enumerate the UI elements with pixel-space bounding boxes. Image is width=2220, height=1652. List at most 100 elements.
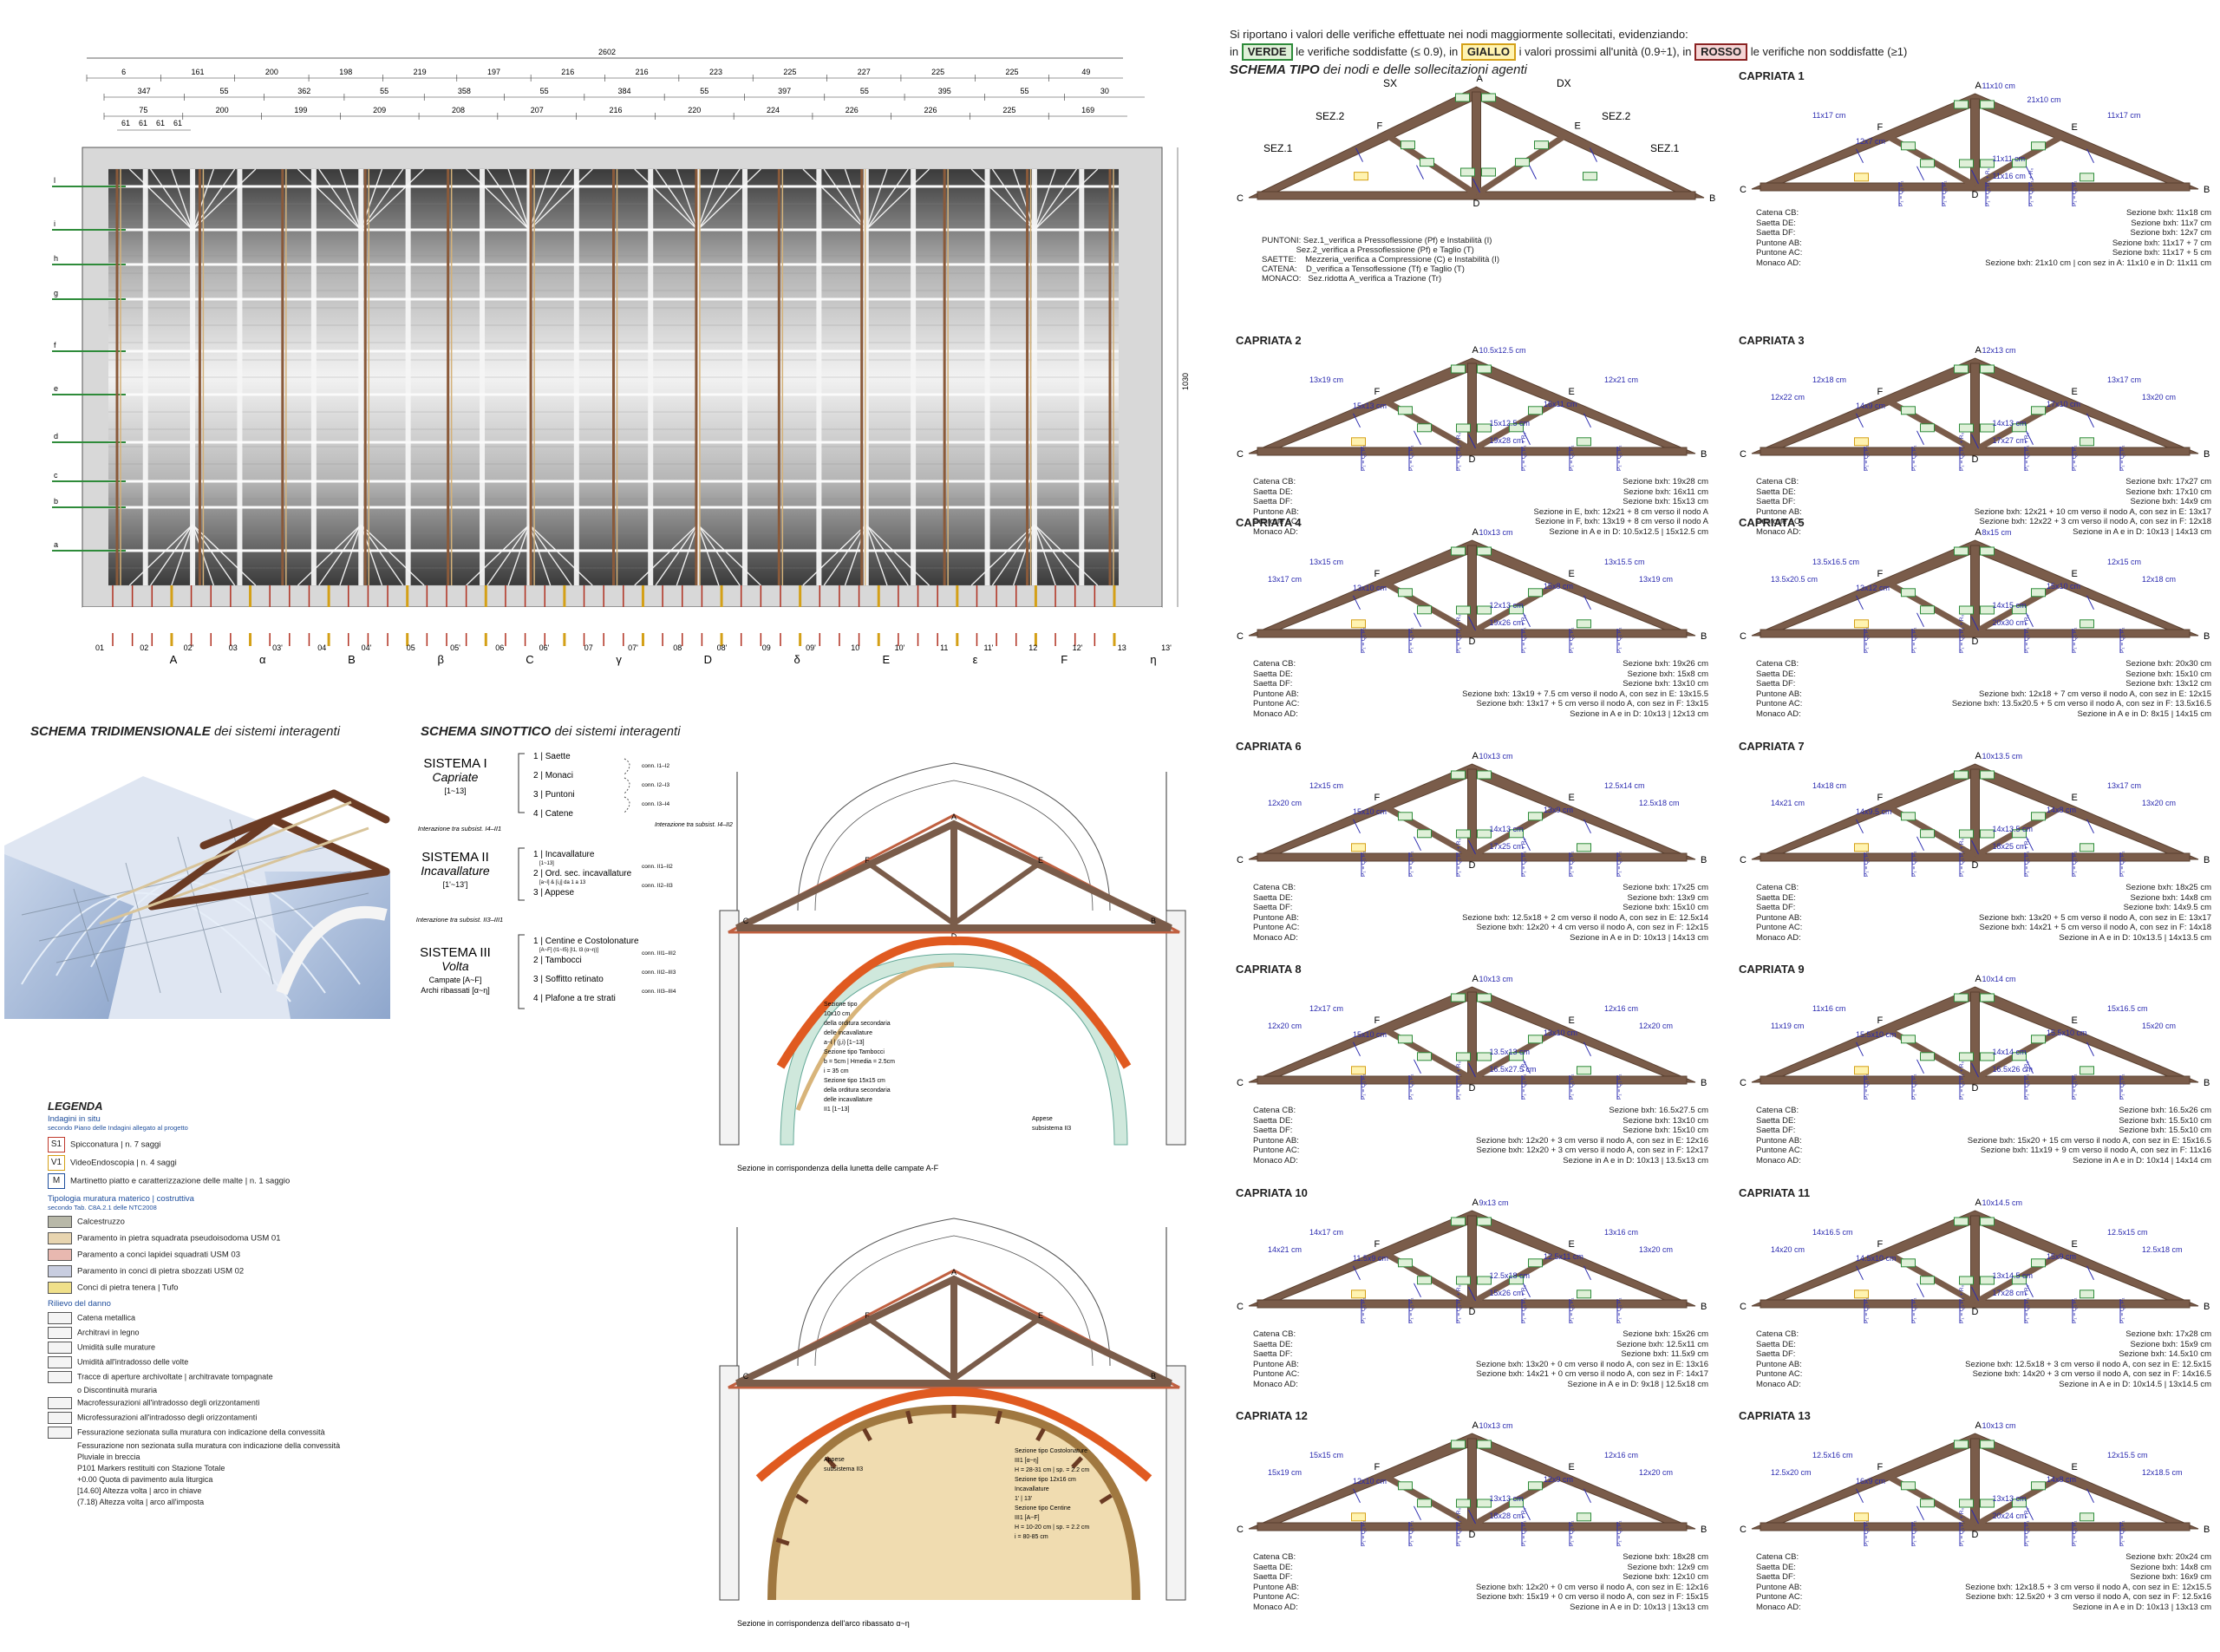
truss-dim: 9x13 cm [1479, 1198, 1509, 1207]
dim-label: 216 [609, 106, 622, 114]
truss-table-value: Sezione in A e in D: 10x13 | 14x13 cm [1570, 932, 1708, 943]
bay-label: E [882, 653, 890, 666]
truss-table-label: Puntone AC: [1756, 699, 1803, 708]
truss-node-label: B [1701, 855, 1707, 865]
truss-dim: 13x15.5 cm [1604, 558, 1645, 566]
truss-table-value: Sezione in E, bxh: 12x21 + 8 cm verso il… [1533, 506, 1708, 517]
dim-label: 61 [121, 119, 130, 127]
truss-table-value: Sezione bxh: 15x10 cm [1623, 903, 1708, 912]
truss-table-label: Saetta DF: [1756, 679, 1796, 689]
load-label: P₁ = Q₁ P₁ [1361, 1520, 1367, 1546]
section-node-label: A [951, 813, 957, 821]
truss-node-label: F [1877, 1462, 1884, 1472]
truss-dim: 12.5x18 cm [1639, 799, 1680, 807]
truss-node-label: E [1569, 387, 1575, 397]
truss-table-label: Saetta DE: [1253, 486, 1293, 497]
truss-table-label: Saetta DE: [1756, 1562, 1796, 1572]
truss-dim: 13x10 cm [1544, 1028, 1577, 1037]
truss-title: CAPRIATA 6 [1236, 740, 1302, 753]
truss-table-label: Puntone AC: [1756, 1369, 1803, 1379]
sinottico-range: Campate [A~F] [429, 976, 482, 984]
truss-dim: 14x8 cm [2047, 806, 2076, 814]
truss-node-label: B [1701, 1302, 1707, 1312]
truss-dim: 10x13 cm [1479, 528, 1513, 537]
dim-label: 55 [540, 87, 549, 95]
truss-dim: 12x15.5 cm [2107, 1451, 2148, 1459]
truss-dim: 20x24 cm [1993, 1512, 2027, 1520]
bay-label: B [348, 653, 356, 666]
truss-dim: 13x13 cm [1993, 1494, 2027, 1503]
sinottico-int: Interazione tra subsist. II3–III1 [416, 916, 503, 924]
truss-dim: 11x16 cm [1993, 172, 2026, 180]
truss-table-value: Sezione bxh: 11x7 cm [2131, 218, 2211, 228]
truss-node-label: B [1701, 1078, 1707, 1088]
truss-dim: 12.5x14 cm [1604, 781, 1645, 790]
truss-dim: 12x18.5 cm [2142, 1468, 2183, 1477]
truss-label: 07 [584, 643, 593, 652]
section-note: Sezione tipo Costolonature [1015, 1448, 1087, 1454]
truss-table-label: Puntone AC: [1756, 1592, 1803, 1602]
section-note: 10x10 cm [824, 1011, 851, 1017]
truss-node-label: B [1701, 1525, 1707, 1535]
truss-table-value: Sezione bxh: 15.5x10 cm [2119, 1126, 2211, 1135]
truss-dim: 11x11 cm [1993, 154, 2026, 163]
truss-table-label: Monaco AD: [1756, 1602, 1801, 1612]
load-label: P₁ = Q₁ P₁ [2119, 445, 2125, 471]
load-label: P₁ = Q₁ P₁ + R₀ [1456, 432, 1462, 471]
truss-table-value: Sezione bxh: 11x18 cm [2125, 208, 2211, 218]
truss-node-label: A [1975, 345, 1982, 356]
truss-node-label: D [1469, 1307, 1476, 1317]
truss-label: 12 [1028, 643, 1037, 652]
truss-title: CAPRIATA 11 [1739, 1186, 1811, 1199]
truss-dim: 17x25 cm [1490, 842, 1524, 851]
truss-title: CAPRIATA 10 [1236, 1186, 1308, 1199]
dim-label: 397 [778, 87, 791, 95]
truss-node-label: A [1472, 527, 1479, 538]
truss-title: CAPRIATA 1 [1739, 69, 1805, 82]
section-note: delle incavallature [824, 1030, 872, 1036]
sinottico-title: SCHEMA SINOTTICO dei sistemi interagenti [421, 724, 681, 739]
truss-table-label: Puntone AB: [1253, 506, 1299, 517]
bay-label: C [526, 653, 533, 666]
truss-table-label: Puntone AC: [1756, 1146, 1803, 1155]
truss-dim: 17x28 cm [1993, 1289, 2027, 1297]
schema-sinottico: SCHEMA SINOTTICO dei sistemi interagenti… [408, 724, 733, 1019]
sinottico-item: 1 | Incavallature [533, 850, 595, 859]
truss-table-value: Sezione bxh: 11x17 + 5 cm [2112, 248, 2211, 258]
legend-damage-item: [14.60] Altezza volta | arco in chiave [77, 1486, 202, 1495]
bay-label: F [1061, 653, 1068, 666]
truss-table-label: Saetta DF: [1253, 1349, 1293, 1359]
row-label: b [54, 497, 58, 506]
dim-label: 224 [767, 106, 780, 114]
truss-dim: 18x28 cm [1490, 1512, 1524, 1520]
legend-damage-item: Umidità sulle murature [48, 1342, 412, 1354]
truss-table-label: Monaco AD: [1253, 1155, 1298, 1166]
truss-table-label: Puntone AB: [1756, 506, 1802, 517]
load-label: P₁ = Q₁ P₁ + R₀ [1959, 1507, 1965, 1546]
schema-tipo-note: PUNTONI: Sez.1_verifica a Pressoflession… [1262, 236, 1492, 245]
truss-dim: 14x13.5 cm [1993, 825, 2034, 833]
schema-tipo-note: Sez.2_verifica a Pressoflessione (Pf) e … [1262, 245, 1474, 255]
schema-tipo-note: SAETTE: Mezzeria_verifica a Compressione… [1262, 255, 1500, 264]
dim-label: 55 [700, 87, 708, 95]
load-label: P₁ = Q₁ P₁ + R₀ [1959, 432, 1965, 471]
truss-table-label: Puntone AB: [1756, 1135, 1802, 1146]
truss-dim: 13.5x16.5 cm [1812, 558, 1859, 566]
truss-dim: 10x13 cm [1982, 1421, 2016, 1430]
load-label: P₁ = Q₁ P₁ + R₀ [1521, 1284, 1527, 1323]
dim-total: 2602 [598, 48, 616, 56]
truss-node-label: E [2072, 387, 2078, 397]
truss-label: 08 [673, 643, 682, 652]
truss-node-label: F [1374, 387, 1381, 397]
sinottico-conn: conn. II1–II2 [642, 864, 673, 870]
truss-node-label: E [2072, 122, 2078, 133]
load-label: P₁ = Q₁ P₁ [1911, 1520, 1917, 1546]
truss-table-value: Sezione bxh: 12x10 cm [1623, 1572, 1708, 1582]
truss-title: CAPRIATA 3 [1739, 334, 1805, 347]
truss-title: CAPRIATA 4 [1236, 516, 1302, 529]
